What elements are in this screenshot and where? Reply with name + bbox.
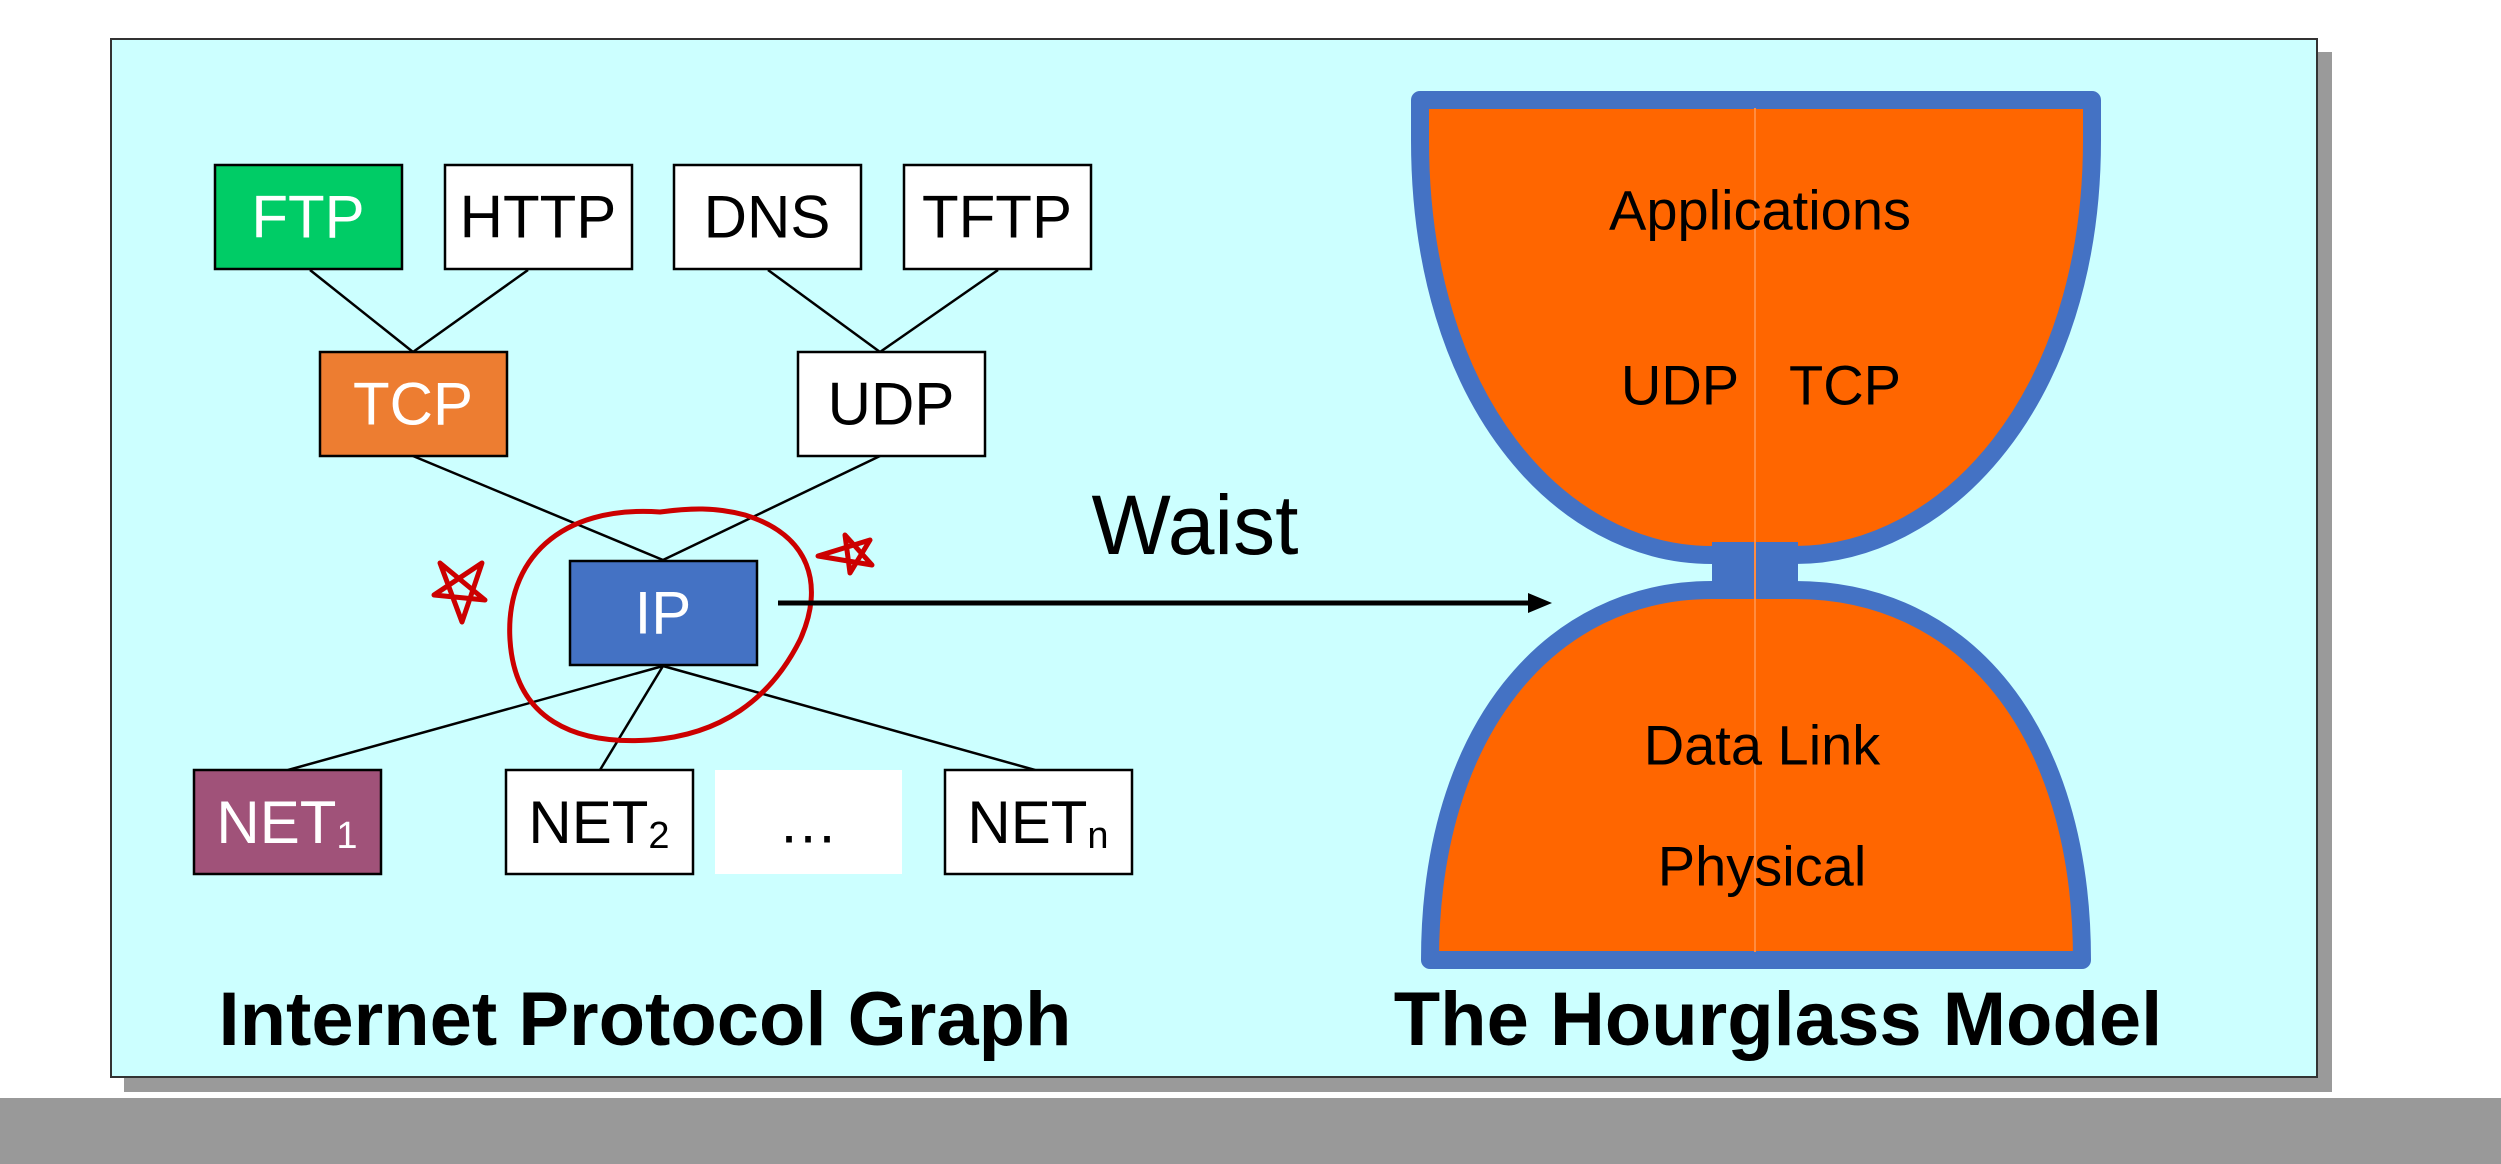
- star-right-annotation: [815, 532, 875, 576]
- graph-edges: [287, 268, 1036, 772]
- edge-ip-netn: [662, 664, 1036, 772]
- waist-label: Waist: [1092, 478, 1299, 572]
- node-netn-label: NETn: [967, 789, 1108, 858]
- node-tcp: TCP: [318, 350, 509, 458]
- hourglass-physical: Physical: [1658, 835, 1867, 898]
- node-udp-label: UDP: [828, 371, 955, 438]
- red-annotations: [431, 506, 875, 744]
- hourglass-data-link: Data Link: [1644, 714, 1882, 777]
- protocol-graph: FTP HTTP DNS TFTP TCP UDP IP NET1: [192, 163, 1134, 1062]
- hourglass-applications: Applications: [1609, 179, 1911, 242]
- waist-arrow: Waist: [778, 478, 1552, 613]
- node-udp: UDP: [796, 350, 987, 458]
- node-net1-label: NET1: [216, 789, 357, 858]
- node-ip-label: IP: [635, 580, 692, 647]
- node-http-label: HTTP: [460, 184, 617, 251]
- node-ellipsis: …: [715, 770, 902, 874]
- ip-circle-annotation: [507, 506, 814, 744]
- node-ellipsis-label: …: [778, 789, 838, 856]
- net2-sub: 2: [648, 815, 669, 857]
- node-ftp-label: FTP: [251, 184, 364, 251]
- edge-ftp-tcp: [309, 269, 414, 353]
- hourglass-tcp: TCP: [1789, 354, 1901, 417]
- edge-ip-net1: [287, 664, 664, 772]
- edge-dns-udp: [767, 268, 881, 354]
- netn-main: NET: [967, 789, 1087, 856]
- node-dns: DNS: [672, 163, 863, 271]
- node-net1: NET1: [192, 768, 383, 876]
- edge-tcp-ip: [412, 454, 664, 562]
- net1-main: NET: [216, 789, 336, 856]
- edge-ip-net2: [598, 665, 665, 771]
- bottom-bar: [0, 1098, 2501, 1164]
- node-netn: NETn: [943, 768, 1134, 876]
- star-left-annotation: [431, 560, 488, 625]
- hourglass-udp: UDP: [1621, 354, 1739, 417]
- hourglass-model: Applications UDP TCP Data Link Physical …: [1394, 91, 2163, 1062]
- node-net2: NET2: [504, 768, 695, 876]
- node-net2-label: NET2: [528, 789, 669, 858]
- node-tcp-label: TCP: [353, 371, 473, 438]
- node-dns-label: DNS: [704, 184, 831, 251]
- node-ftp: FTP: [213, 163, 404, 271]
- edge-tftp-udp: [879, 268, 999, 354]
- netn-sub: n: [1087, 815, 1108, 857]
- net1-sub: 1: [336, 815, 357, 857]
- net2-main: NET: [528, 789, 648, 856]
- hourglass-caption: The Hourglass Model: [1394, 977, 2163, 1062]
- waist-arrow-head: [1528, 593, 1552, 613]
- node-tftp: TFTP: [902, 163, 1093, 271]
- edge-http-tcp: [412, 268, 529, 354]
- edge-udp-ip: [662, 454, 881, 562]
- node-ip: IP: [568, 559, 759, 667]
- node-tftp-label: TFTP: [922, 184, 1072, 251]
- protocol-graph-caption: Internet Protocol Graph: [219, 977, 1072, 1062]
- node-http: HTTP: [443, 163, 634, 271]
